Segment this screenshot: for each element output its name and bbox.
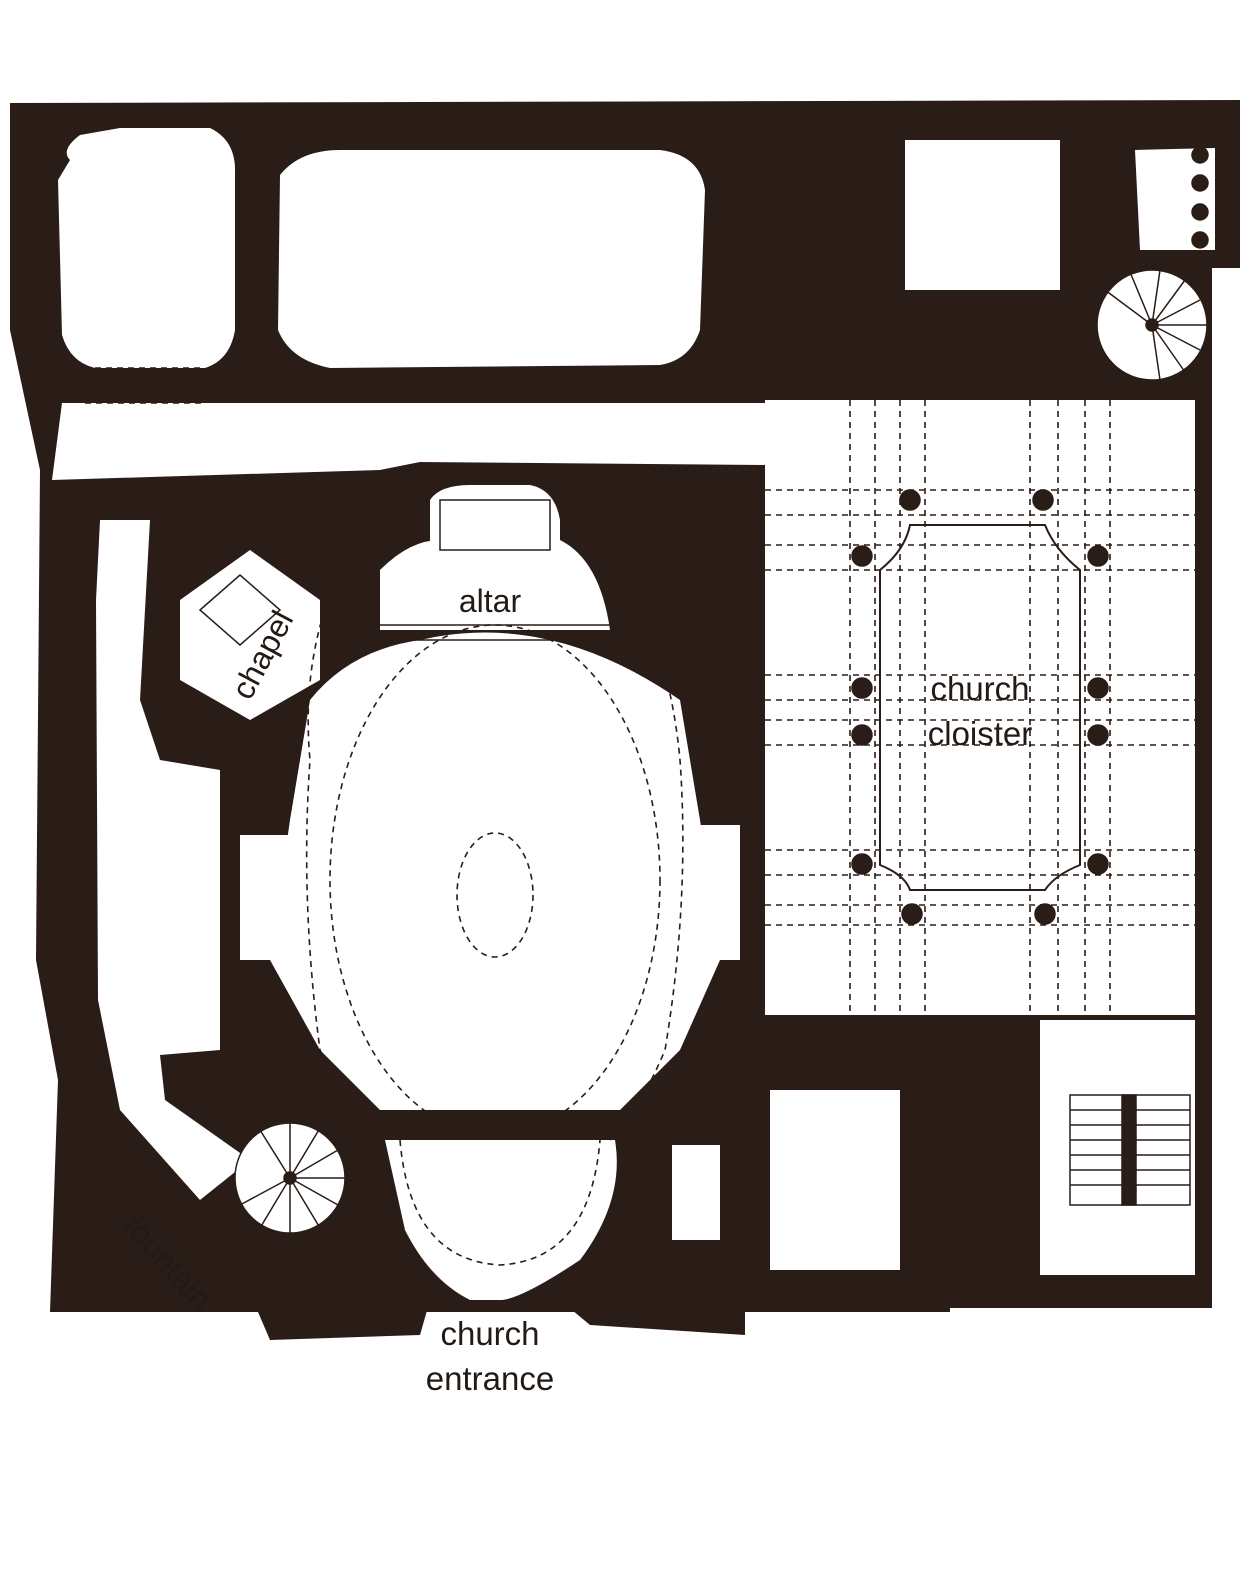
altar-detail	[380, 499, 610, 641]
facade-columns	[260, 1292, 738, 1322]
straight-stair	[1069, 1094, 1191, 1206]
entrance-label-line1: church	[440, 1315, 539, 1352]
altar-label: altar	[459, 583, 522, 619]
spiral-stair-bottom	[234, 1122, 346, 1234]
cloister-label-line1: church	[930, 670, 1029, 707]
cloister-columns	[851, 146, 1209, 925]
cloister-label-line2: cloister	[928, 715, 1033, 752]
spiral-stair-top	[1096, 269, 1208, 381]
entrance-label-line2: entrance	[426, 1360, 554, 1397]
cloister-court	[879, 524, 1081, 891]
chapel-altar	[198, 574, 282, 646]
